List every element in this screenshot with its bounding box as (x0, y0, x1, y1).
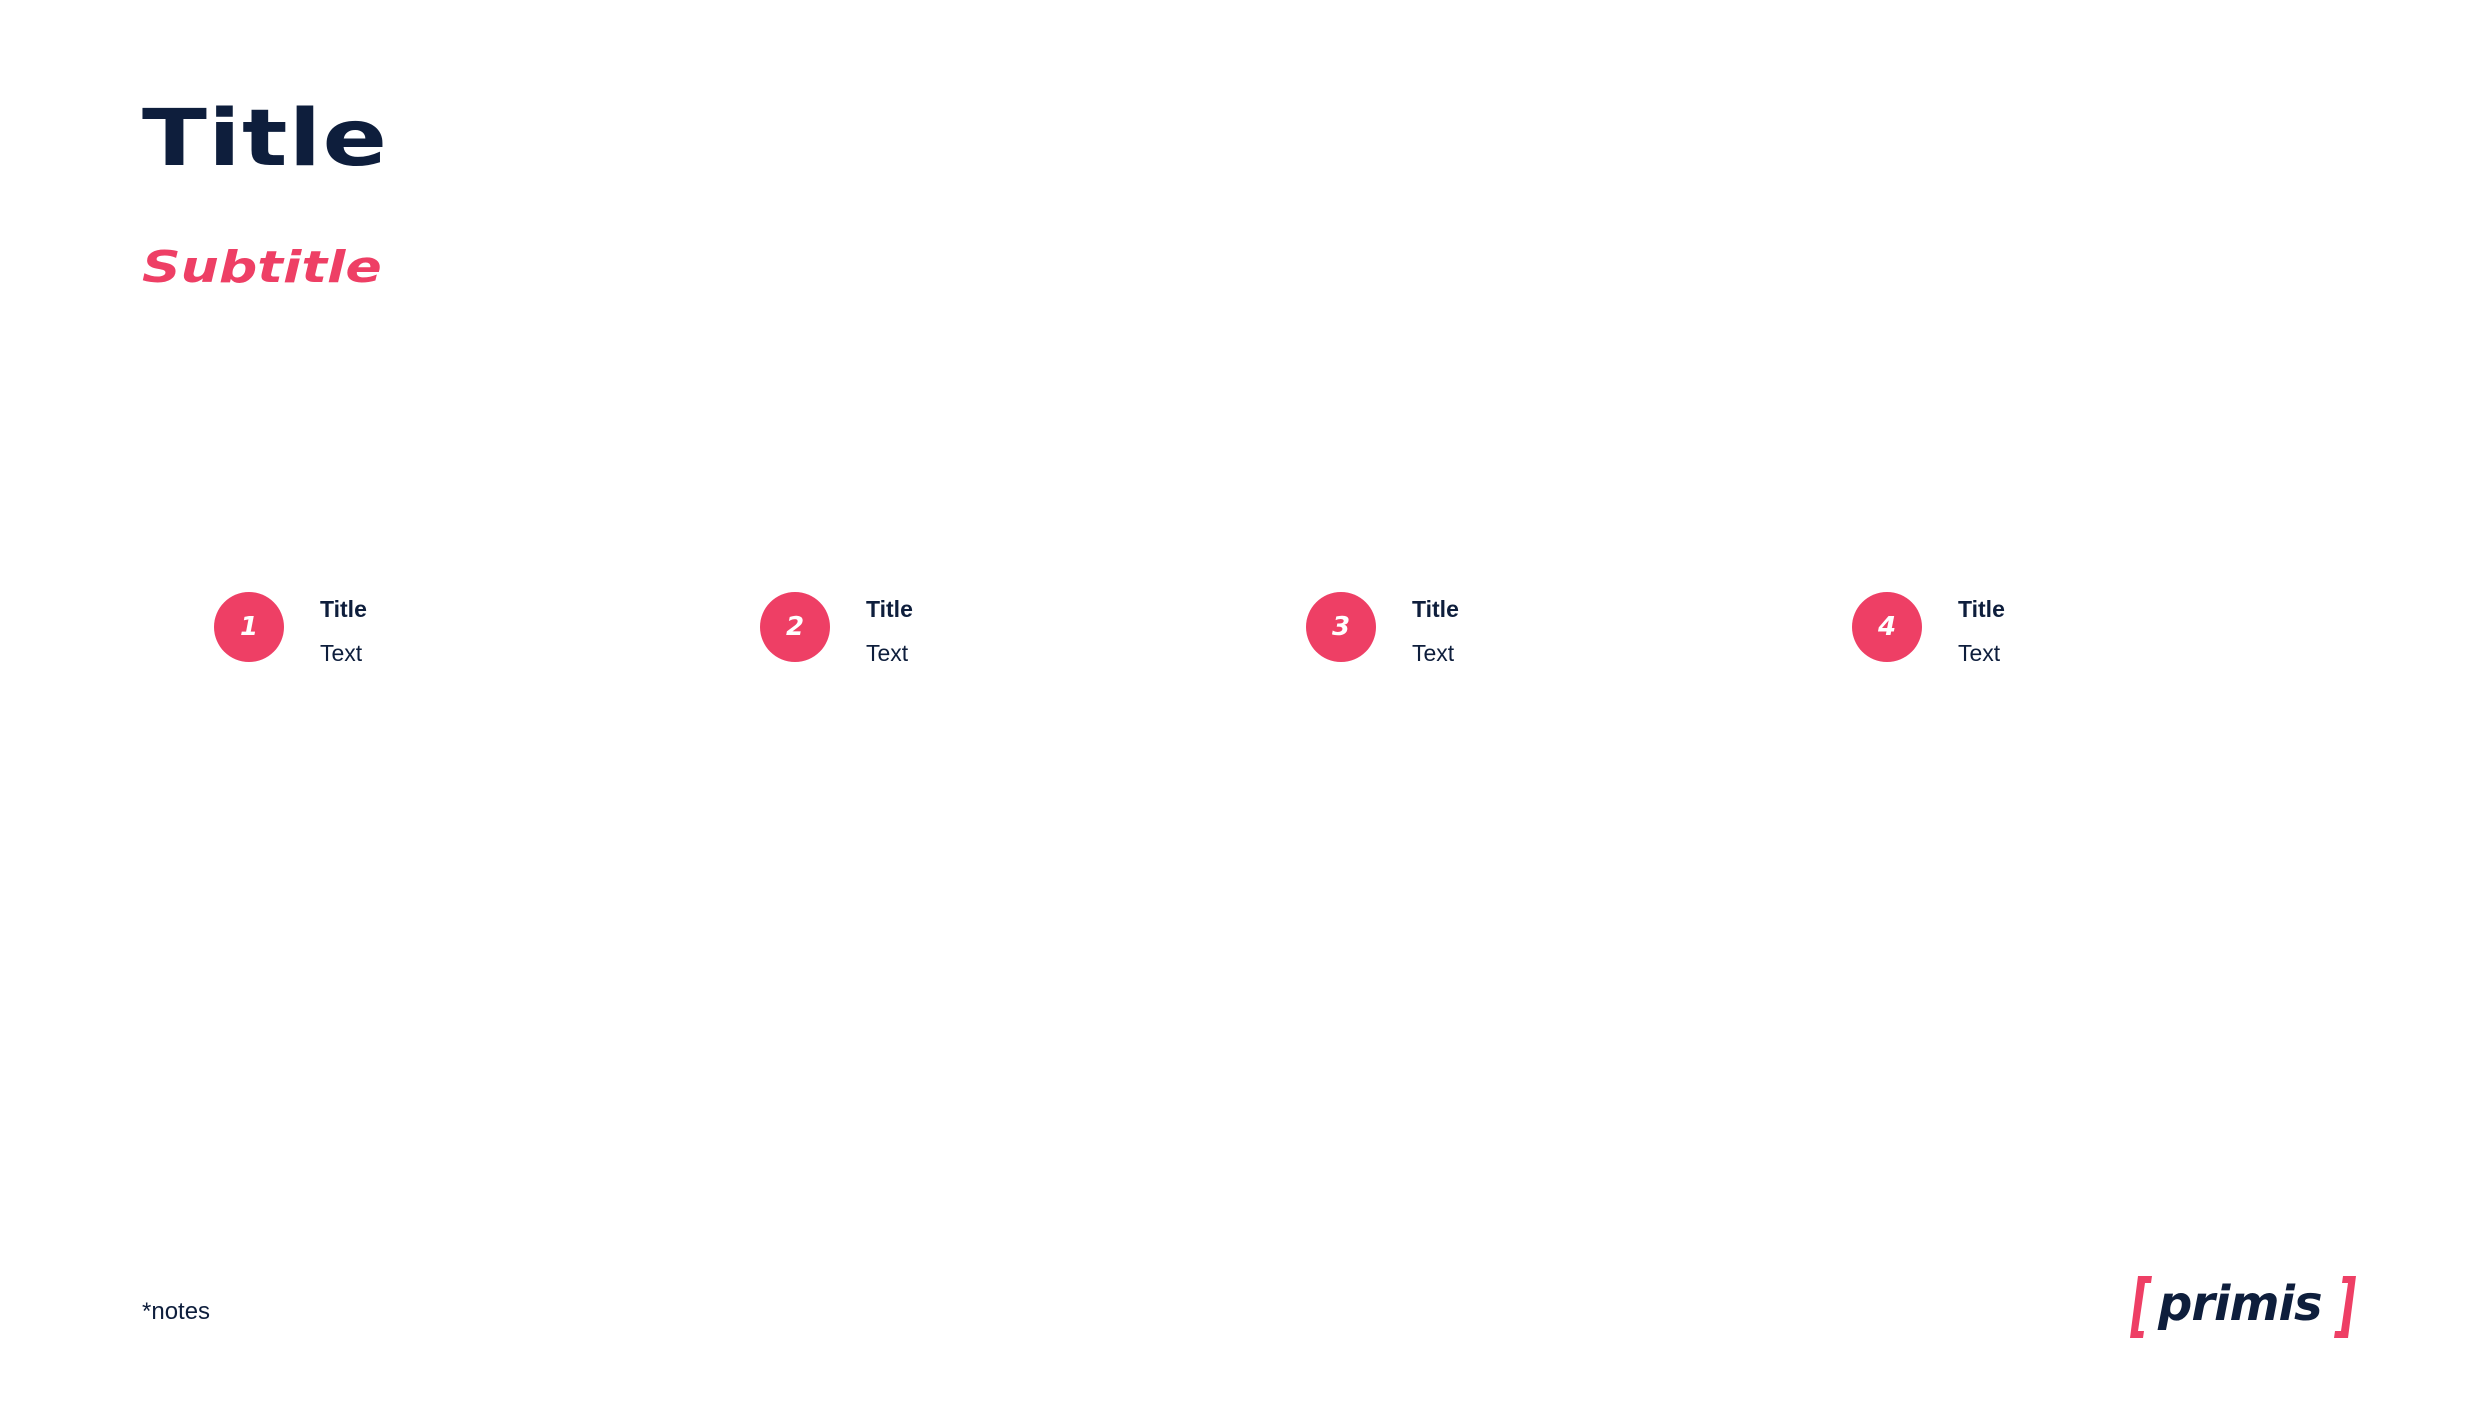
step-text: Text (320, 640, 363, 666)
footer-notes: *notes (142, 1298, 211, 1325)
logo-wordmark: primis (2158, 1276, 2323, 1332)
steps-row: 1 Title Text 2 Title Text 3 Title Text 4… (214, 590, 2414, 670)
step-title: Title (1412, 596, 1459, 622)
step-number-badge: 4 (1852, 592, 1922, 662)
page-title: Title (142, 94, 389, 184)
step-title: Title (1958, 596, 2005, 622)
step-text: Text (1958, 640, 2001, 666)
step-title: Title (320, 596, 367, 622)
logo-left-bracket-icon (2130, 1276, 2152, 1338)
brand-logo: primis (2130, 1276, 2360, 1342)
step-number-badge: 1 (214, 592, 284, 662)
logo-right-bracket-icon (2334, 1276, 2356, 1338)
page-subtitle: Subtitle (142, 242, 382, 293)
step-text: Text (866, 640, 909, 666)
step-text: Text (1412, 640, 1455, 666)
step-title: Title (866, 596, 913, 622)
step-number-badge: 3 (1306, 592, 1376, 662)
step-number-badge: 2 (760, 592, 830, 662)
